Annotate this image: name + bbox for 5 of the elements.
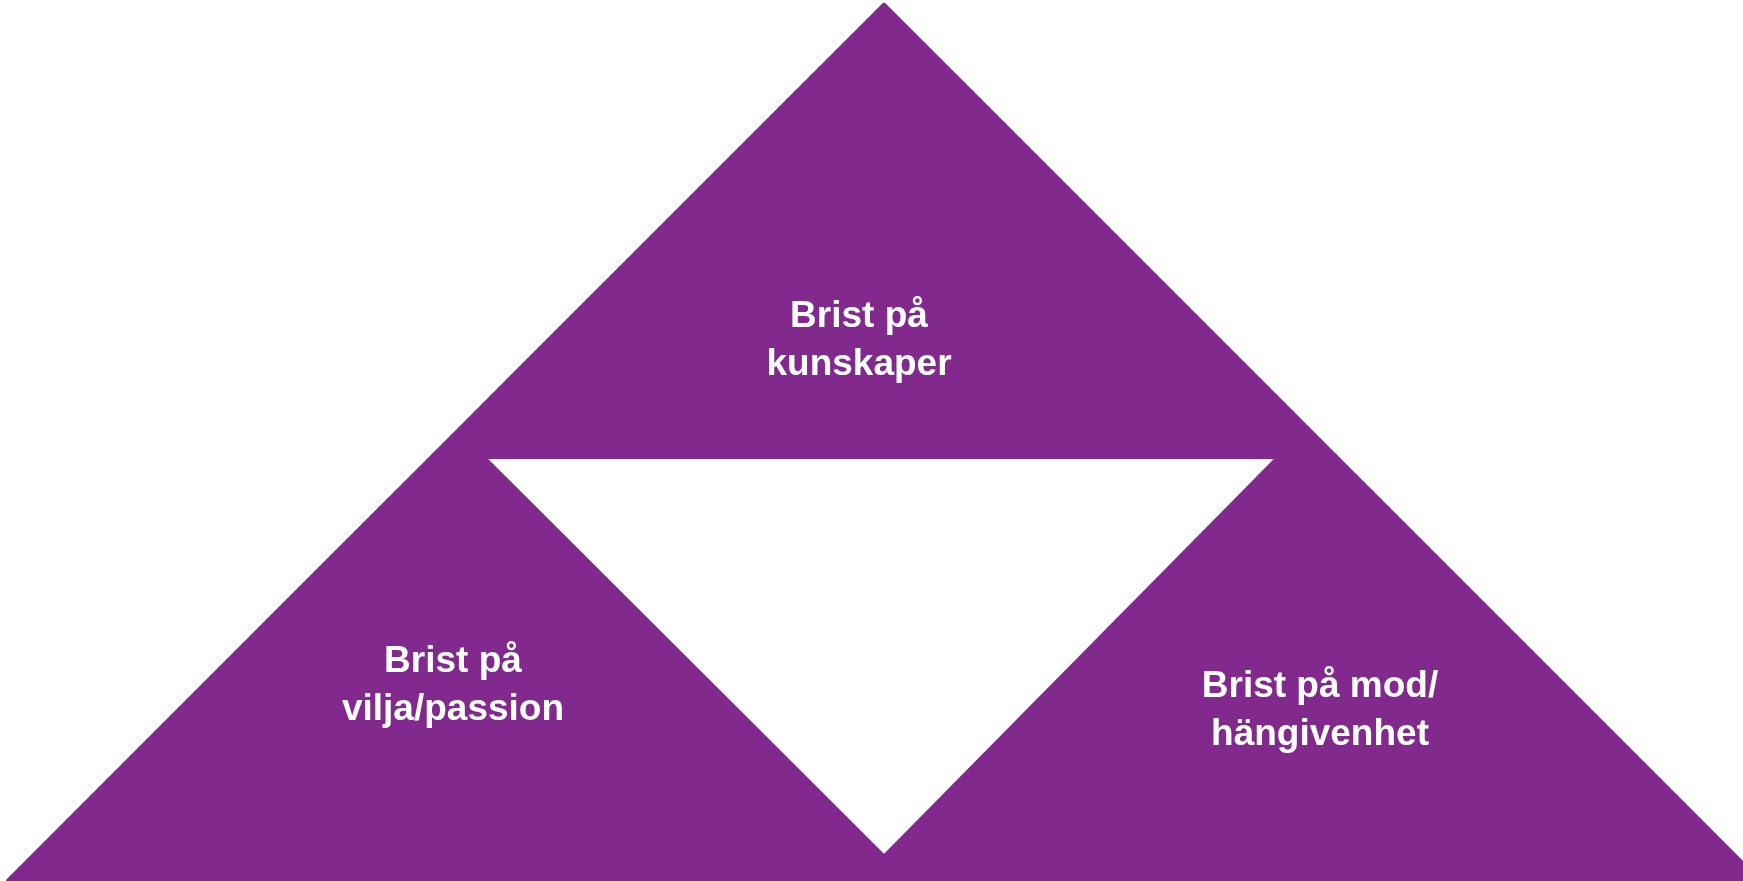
segment-label: Brist på kunskaper — [765, 292, 953, 385]
triangle-segment — [9, 456, 884, 881]
triangle-segment — [884, 456, 1743, 881]
segment-label: Brist på vilja/passion — [340, 637, 566, 730]
segment-label: Brist på mod/ hängivenhet — [1200, 662, 1440, 755]
